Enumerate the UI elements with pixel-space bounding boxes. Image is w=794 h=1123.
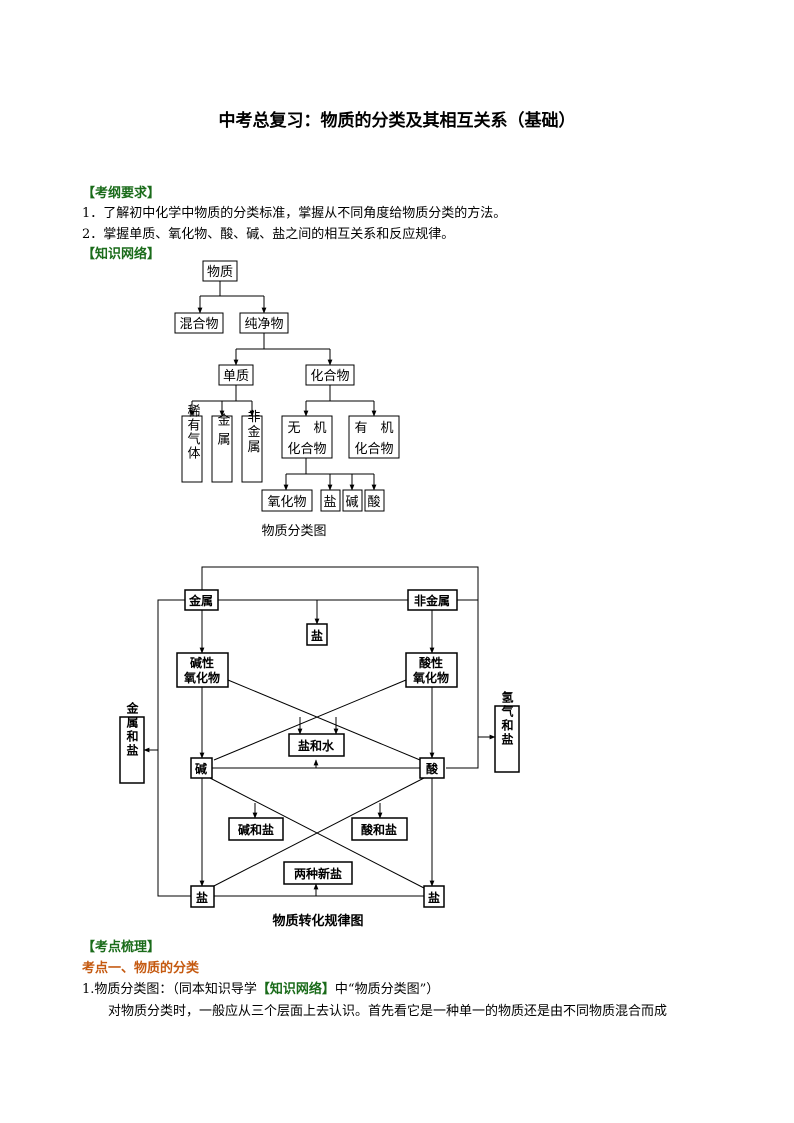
tree-label-base: 碱 — [345, 495, 358, 510]
reaction-label-acidic-oxide-1: 酸性 — [419, 655, 443, 670]
reaction-label-basic-oxide-1: 碱性 — [190, 655, 214, 670]
tree-label-rare-gas: 稀有气体 — [185, 404, 201, 460]
tree-box-element — [218, 364, 254, 386]
requirement-item-2: 2．掌握单质、氧化物、酸、碱、盐之间的相互关系和反应规律。 — [82, 227, 455, 242]
reaction-diagram: 金属 非金属 盐 碱性 氧化物 酸性 氧化物 金属和盐 氢气和盐 盐和水 碱 酸… — [119, 566, 520, 929]
requirement-item-1: 1．了解初中化学中物质的分类标准，掌握从不同角度给物质分类的方法。 — [82, 206, 507, 221]
reaction-box-nonmetal — [407, 589, 458, 611]
reaction-box-metal — [184, 589, 219, 611]
tree-label-inorganic-1: 无 机 — [287, 421, 326, 436]
tree-label-oxide: 氧化物 — [267, 495, 306, 510]
tree-label-metal: 金属 — [215, 412, 231, 451]
tree-box-metal — [211, 415, 233, 483]
tree-box-pure — [239, 312, 289, 334]
reaction-label-nonmetal: 非金属 — [414, 593, 450, 608]
reaction-label-acidic-oxide-2: 氧化物 — [412, 670, 449, 685]
reaction-label-basic-oxide-2: 氧化物 — [183, 670, 220, 685]
reaction-box-two-new-salts — [283, 861, 353, 885]
tree-box-salt — [320, 489, 341, 512]
point1-line-prefix: 1.物质分类图：（同本知识导学 — [82, 982, 257, 997]
tree-box-mixture — [174, 312, 224, 334]
tree-label-compound: 化合物 — [310, 369, 349, 384]
reaction-box-salt-right — [423, 885, 445, 908]
reaction-caption: 物质转化规律图 — [272, 913, 363, 929]
reaction-label-acid: 酸 — [426, 761, 439, 776]
point1-title: 考点一、物质的分类 — [82, 961, 200, 976]
tree-label-mixture: 混合物 — [179, 317, 218, 332]
tree-label-organic-2: 化合物 — [354, 442, 393, 457]
tree-box-oxide — [261, 489, 313, 512]
tree-box-rare-gas — [181, 415, 203, 483]
tree-box-compound — [305, 364, 355, 386]
reaction-box-hydrogen-and-salt — [494, 705, 520, 773]
tree-box-acid — [364, 489, 385, 512]
reaction-box-salt-left — [190, 885, 215, 908]
tree-label-pure: 纯净物 — [244, 317, 283, 332]
tree-label-nonmetal: 非金属 — [245, 410, 261, 455]
reaction-label-base-salt: 碱和盐 — [238, 822, 274, 837]
reaction-box-salt-top — [306, 623, 328, 646]
tree-box-organic — [348, 415, 400, 459]
reaction-box-acid — [419, 757, 445, 779]
tree-label-organic-1: 有 机 — [354, 421, 393, 436]
tree-label-inorganic-2: 化合物 — [287, 442, 326, 457]
point1-line-suffix: 中“物质分类图”） — [334, 982, 440, 997]
body-paragraph: 对物质分类时，一般应从三个层面上去认识。首先看它是一种单一的物质还是由不同物质混… — [108, 1004, 668, 1019]
tree-label-root: 物质 — [207, 265, 233, 280]
section-requirements-heading: 【考纲要求】 — [82, 186, 161, 201]
tree-label-salt: 盐 — [323, 495, 336, 510]
reaction-box-base — [190, 757, 213, 779]
page-title: 中考总复习：物质的分类及其相互关系（基础） — [218, 111, 576, 131]
reaction-label-salt-water: 盐和水 — [298, 738, 335, 753]
section-points-heading: 【考点梳理】 — [82, 940, 161, 955]
tree-label-element: 单质 — [223, 369, 249, 384]
tree-box-nonmetal — [241, 415, 263, 483]
reaction-label-acid-salt: 酸和盐 — [361, 822, 397, 837]
reaction-label-metal-and-salt: 金属和盐 — [125, 701, 139, 758]
tree-box-base — [342, 489, 363, 512]
reaction-label-salt-left: 盐 — [196, 890, 208, 905]
reaction-box-basic-oxide — [176, 652, 229, 688]
reaction-box-acid-salt — [351, 817, 408, 841]
tree-caption: 物质分类图 — [261, 524, 326, 539]
tree-box-root — [202, 260, 238, 282]
section-network-heading: 【知识网络】 — [82, 247, 161, 262]
reaction-label-hydrogen-and-salt: 氢气和盐 — [500, 690, 514, 747]
reaction-box-acidic-oxide — [405, 652, 458, 688]
reaction-label-base: 碱 — [195, 761, 207, 776]
tree-label-acid: 酸 — [367, 495, 380, 510]
point1-line-tag: 【知识网络】 — [256, 982, 335, 997]
reaction-box-salt-water — [288, 733, 345, 757]
reaction-label-metal: 金属 — [188, 593, 213, 608]
tree-box-inorganic — [281, 415, 333, 459]
point1-line: 1.物质分类图：（同本知识导学【知识网络】中“物质分类图”） — [82, 978, 439, 997]
reaction-label-two-new-salts: 两种新盐 — [294, 866, 342, 881]
reaction-box-base-salt — [228, 817, 284, 841]
reaction-label-salt-right: 盐 — [428, 890, 440, 905]
reaction-label-salt-top: 盐 — [311, 628, 323, 643]
reaction-box-metal-and-salt — [119, 716, 145, 784]
